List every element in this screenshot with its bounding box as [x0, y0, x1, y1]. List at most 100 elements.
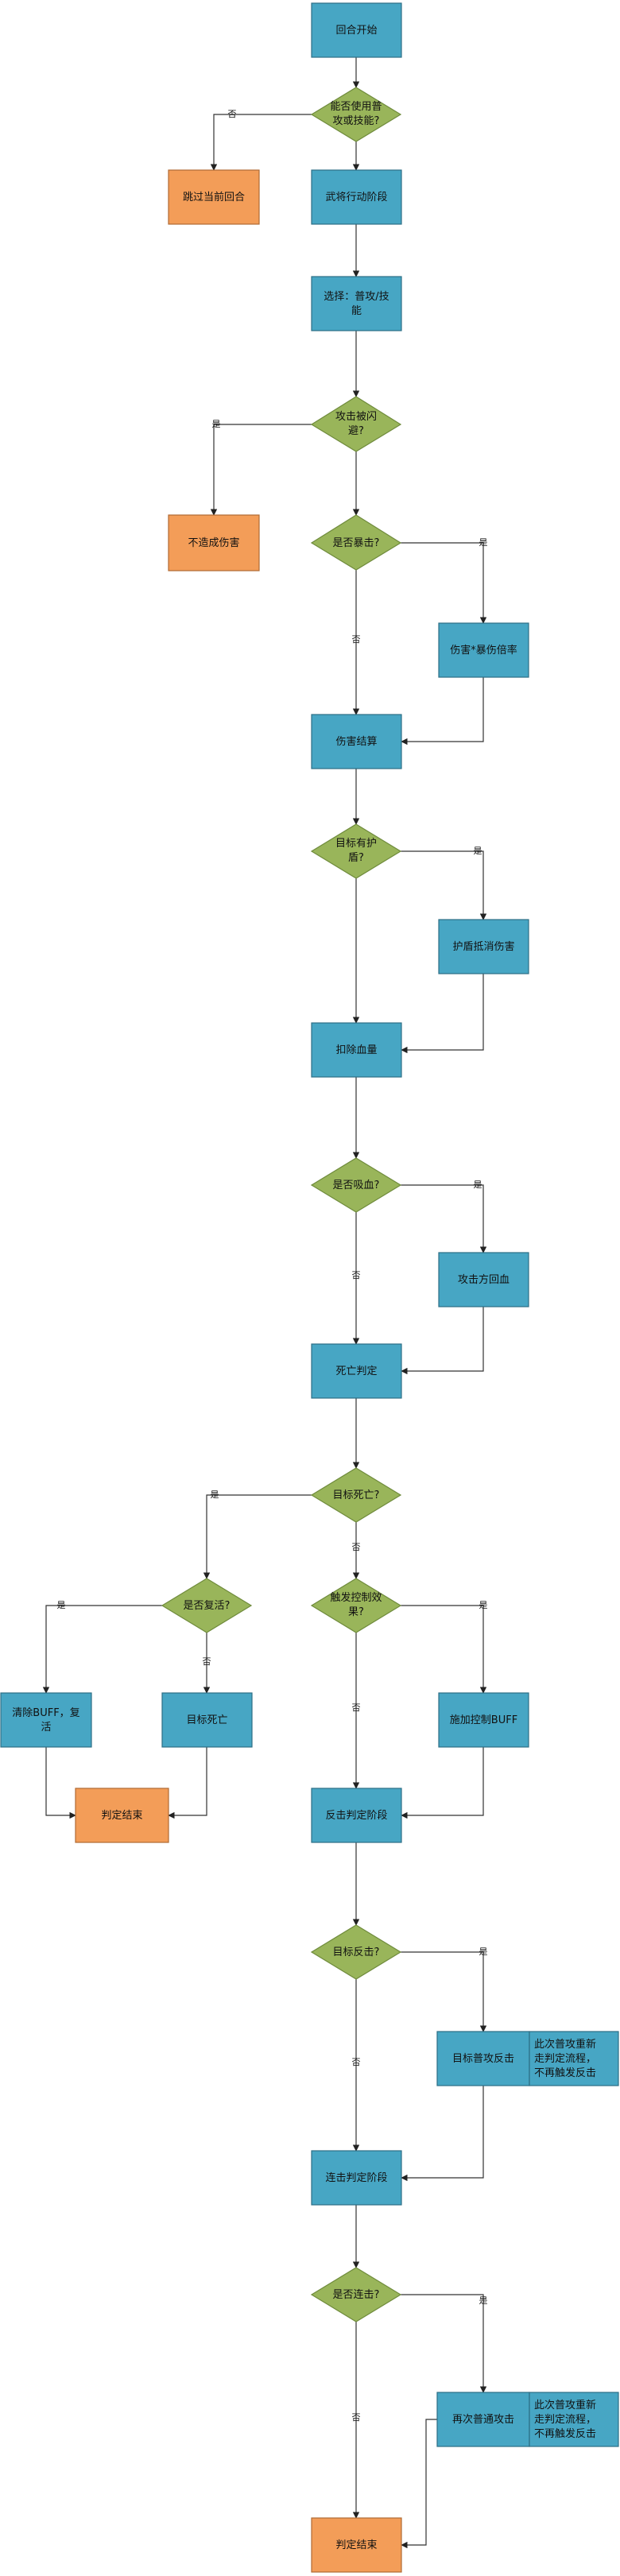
- edge-absorb-to-deduct: [401, 974, 484, 1054]
- edge-dead-yes-revive: [203, 1494, 312, 1579]
- note-line: 此次普攻重新: [534, 2038, 596, 2051]
- node-label: 不造成伤害: [188, 537, 239, 549]
- node-label: 清除BUFF，复: [12, 1707, 79, 1719]
- node-label: 武将行动阶段: [325, 192, 387, 203]
- edge-combo-yes-again: [401, 2294, 487, 2393]
- node-label: 再次普通攻击: [452, 2413, 514, 2426]
- edge-normalcounter-to-combo: [401, 2086, 484, 2182]
- process-attacker-heal: 攻击方回血: [438, 1252, 529, 1307]
- node-label: 死亡判定: [335, 1365, 377, 1377]
- node-label: 避?: [348, 425, 364, 437]
- edge-label-no: 否: [228, 109, 237, 119]
- decision-target-counter: 目标反击?: [310, 1924, 402, 1980]
- process-clear-buff-revive: 清除BUFF，复 活: [0, 1692, 92, 1748]
- node-label: 伤害*暴伤倍率: [450, 644, 517, 657]
- edge-label-no: 否: [352, 2057, 361, 2067]
- node-label: 施加控制BUFF: [450, 1714, 517, 1726]
- node-label: 护盾抵消伤害: [452, 940, 514, 953]
- edge-canact-no-skip: [210, 114, 312, 171]
- process-deduct-hp: 扣除血量: [311, 1022, 402, 1078]
- process-damage-calc: 伤害结算: [311, 714, 402, 769]
- edge-label-yes: 是: [479, 1947, 488, 1957]
- decision-can-act: 能否使用普 攻或技能?: [310, 87, 402, 142]
- node-label: 果?: [348, 1606, 364, 1618]
- node-label: 目标死亡: [186, 1714, 227, 1726]
- note-line: 走判定流程，: [534, 2053, 596, 2065]
- node-label: 扣除血量: [335, 1044, 377, 1056]
- annotation-counter-note: 此次普攻重新 走判定流程， 不再触发反击: [529, 2031, 619, 2086]
- node-label: 攻击方回血: [458, 1273, 510, 1286]
- edges: 否 是 是 否 是 是 否: [42, 57, 488, 2549]
- process-choose: 选择：普攻/技 能: [311, 276, 402, 331]
- process-target-death: 目标死亡: [161, 1692, 253, 1748]
- edge-label-no: 否: [352, 1542, 361, 1552]
- node-label: 目标死亡?: [333, 1489, 380, 1501]
- decision-can-revive: 是否复活?: [161, 1578, 253, 1633]
- node-label: 触发控制效: [330, 1591, 382, 1604]
- node-label: 盾?: [348, 852, 364, 864]
- edge-crit-yes-mult: [401, 542, 487, 624]
- node-label: 伤害结算: [335, 735, 377, 748]
- node-label: 跳过当前回合: [183, 191, 245, 203]
- edge-add-to-counter: [401, 1747, 484, 1819]
- edge-dodged-yes-nodamage: [210, 424, 312, 516]
- edge-label-yes: 是: [211, 1489, 219, 1500]
- node-label: 是否复活?: [184, 1600, 231, 1612]
- terminal-skip-round: 跳过当前回合: [168, 169, 260, 225]
- process-crit-multiplier: 伤害*暴伤倍率: [438, 622, 529, 678]
- decision-dodged: 攻击被闪 避?: [310, 396, 402, 452]
- edge-clear-to-end1: [45, 1747, 76, 1819]
- node-label: 是否吸血?: [333, 1180, 380, 1191]
- edge-shield-yes-absorb: [401, 850, 487, 920]
- decision-is-crit: 是否暴击?: [310, 514, 402, 571]
- decision-target-dead: 目标死亡?: [310, 1467, 402, 1523]
- edge-label-yes: 是: [479, 537, 488, 548]
- process-shield-absorb: 护盾抵消伤害: [438, 919, 529, 974]
- process-counter-phase: 反击判定阶段: [311, 1788, 402, 1843]
- edge-revive-yes-clear: [42, 1605, 162, 1694]
- node-label: 目标反击?: [333, 1947, 380, 1958]
- terminal-check-end: 判定结束: [75, 1788, 169, 1843]
- process-attack-again: 再次普通攻击: [436, 2392, 530, 2447]
- node-label: 连击判定阶段: [325, 2171, 387, 2184]
- node-label: 攻或技能?: [333, 115, 380, 127]
- note-line: 此次普攻重新: [534, 2399, 596, 2411]
- edge-again-to-end2: [401, 2419, 437, 2549]
- node-label: 回合开始: [335, 25, 377, 37]
- decision-lifesteal: 是否吸血?: [310, 1157, 402, 1213]
- edge-label-yes: 是: [212, 419, 221, 429]
- edge-label-no: 否: [352, 1270, 361, 1280]
- edge-label-no: 否: [352, 1702, 361, 1713]
- decision-is-combo: 是否连击?: [310, 2267, 402, 2322]
- edge-label-yes: 是: [479, 2295, 488, 2306]
- process-death-check: 死亡判定: [311, 1343, 402, 1399]
- node-label: 目标普攻反击: [452, 2053, 514, 2065]
- edge-label-no: 否: [352, 2412, 361, 2423]
- process-general-action: 武将行动阶段: [311, 169, 402, 225]
- edge-mult-to-calc: [401, 677, 484, 746]
- edge-heal-to-death: [401, 1307, 484, 1375]
- note-line: 走判定流程，: [534, 2414, 596, 2426]
- note-line: 不再触发反击: [534, 2427, 596, 2440]
- terminal-check-end: 判定结束: [311, 2517, 402, 2573]
- node-label: 判定结束: [335, 2539, 377, 2551]
- edge-lifesteal-yes-heal: [401, 1184, 487, 1253]
- edge-counter-yes-normal: [401, 1951, 487, 2032]
- process-add-control-buff: 施加控制BUFF: [438, 1692, 529, 1748]
- node-label: 能: [351, 305, 362, 317]
- edge-label-yes: 是: [474, 846, 482, 856]
- edge-label-yes: 是: [57, 1600, 66, 1610]
- edge-label-no: 否: [352, 634, 361, 645]
- process-round-start: 回合开始: [311, 2, 402, 58]
- node-label: 选择：普攻/技: [324, 291, 389, 303]
- edge-label-no: 否: [203, 1656, 211, 1667]
- node-label: 攻击被闪: [335, 411, 377, 423]
- note-line: 不再触发反击: [534, 2067, 596, 2079]
- edge-label-yes: 是: [474, 1180, 482, 1190]
- decision-has-shield: 目标有护 盾?: [310, 823, 402, 879]
- node-label: 目标有护: [335, 838, 377, 850]
- decision-trigger-control: 触发控制效 果?: [310, 1578, 402, 1633]
- edge-control-yes-add: [401, 1605, 487, 1694]
